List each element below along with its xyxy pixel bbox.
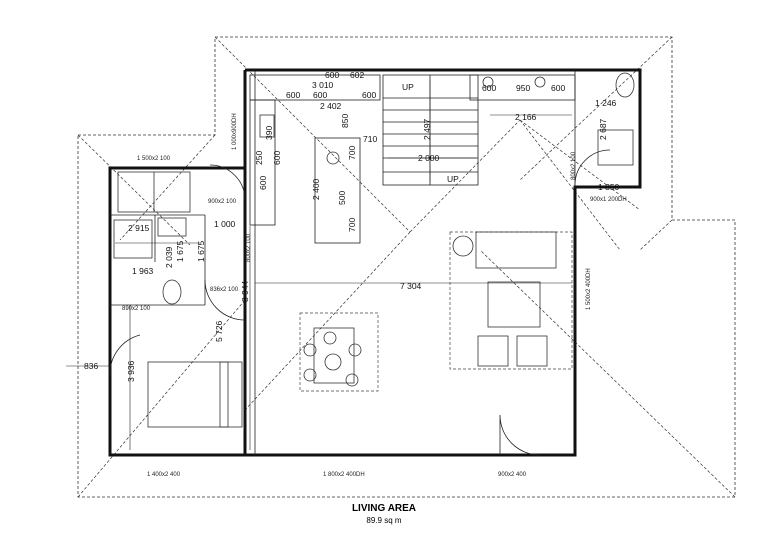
lounge-furniture: [449, 231, 573, 370]
dim-label: 700: [347, 146, 357, 160]
dim-label: 600: [551, 83, 565, 93]
dim-label: 600: [362, 90, 376, 100]
window-label: 1 500x2 400DH: [586, 268, 592, 310]
dim-label: 3 010: [312, 80, 334, 90]
dim-label: 2 497: [422, 118, 432, 140]
cooktop-icon: [326, 151, 340, 165]
dim-label: 2 166: [515, 112, 537, 122]
door-label: 890x2 100: [122, 306, 151, 312]
kitchen-benches: [249, 74, 576, 244]
window-label: 1 800x2 400DH: [323, 472, 365, 478]
dim-label: 2 400: [311, 178, 321, 200]
walls: [108, 68, 642, 457]
dim-label: 1 350: [598, 182, 620, 192]
door-label: 900x2 400: [498, 472, 527, 478]
window-label: 1 500x2 100: [137, 156, 171, 162]
stair-up-label: UP: [402, 82, 414, 92]
dim-label: 950: [516, 83, 530, 93]
dim-label: 600: [286, 90, 300, 100]
dining-table: [299, 312, 379, 392]
dim-label: 8 944: [240, 280, 250, 302]
stair-up-label: UP: [447, 174, 459, 184]
opening-labels: 1 500x2 100 1 000x900DH 900x2 100 800x2 …: [122, 113, 627, 478]
dim-label: 600: [313, 90, 327, 100]
dim-label: 7 304: [400, 281, 422, 291]
dim-label: 1 000: [214, 219, 236, 229]
bathroom-fixtures: [113, 72, 635, 305]
roof-hip-lines: [77, 36, 736, 498]
roof-outline: [77, 36, 736, 498]
dim-label: 3 936: [126, 360, 136, 382]
dim-label: 850: [340, 114, 350, 128]
dim-label: 1 963: [132, 266, 154, 276]
dim-label: 2 039: [164, 246, 174, 268]
dim-label: 600: [325, 70, 339, 80]
dim-label: 5 726: [214, 320, 224, 342]
bed: [147, 361, 243, 428]
dim-label: 2 402: [320, 101, 342, 111]
dim-label: 2 915: [128, 223, 150, 233]
dim-label: 250: [254, 151, 264, 165]
dim-label: 700: [347, 218, 357, 232]
dim-label: 2 000: [418, 153, 440, 163]
toilet-icon: [162, 279, 182, 305]
door-label: 900x2 100: [208, 199, 237, 205]
plan-title: LIVING AREA: [351, 503, 417, 514]
dim-label: 2 687: [598, 118, 608, 140]
dim-label: 390: [264, 126, 274, 140]
sink-icon: [259, 114, 275, 138]
dim-label: 602: [350, 70, 364, 80]
window-label: 1 400x2 400: [147, 472, 181, 478]
dimension-lines: [66, 80, 572, 450]
dim-label: 1 675: [175, 240, 185, 262]
door-label: 800x2 100: [571, 151, 577, 180]
dim-label: 836: [84, 361, 98, 371]
dim-label: 710: [363, 134, 377, 144]
dimension-labels: 3 010 600 602 600 600 600 2 402 850 710 …: [84, 70, 620, 382]
plan-area: 89.9 sq m: [366, 516, 402, 525]
dim-label: 600: [482, 83, 496, 93]
window-label: 1 000x900DH: [232, 113, 238, 150]
dim-label: 1 246: [595, 98, 617, 108]
door-label: 836x2 100: [210, 287, 239, 293]
window-label: 900x1 200DH: [590, 197, 627, 203]
dim-label: 600: [272, 151, 282, 165]
door-swings: [109, 149, 611, 456]
dim-label: 1 675: [196, 240, 206, 262]
dim-label: 500: [337, 191, 347, 205]
dim-label: 600: [258, 176, 268, 190]
door-label: 800x2 100: [246, 233, 252, 262]
